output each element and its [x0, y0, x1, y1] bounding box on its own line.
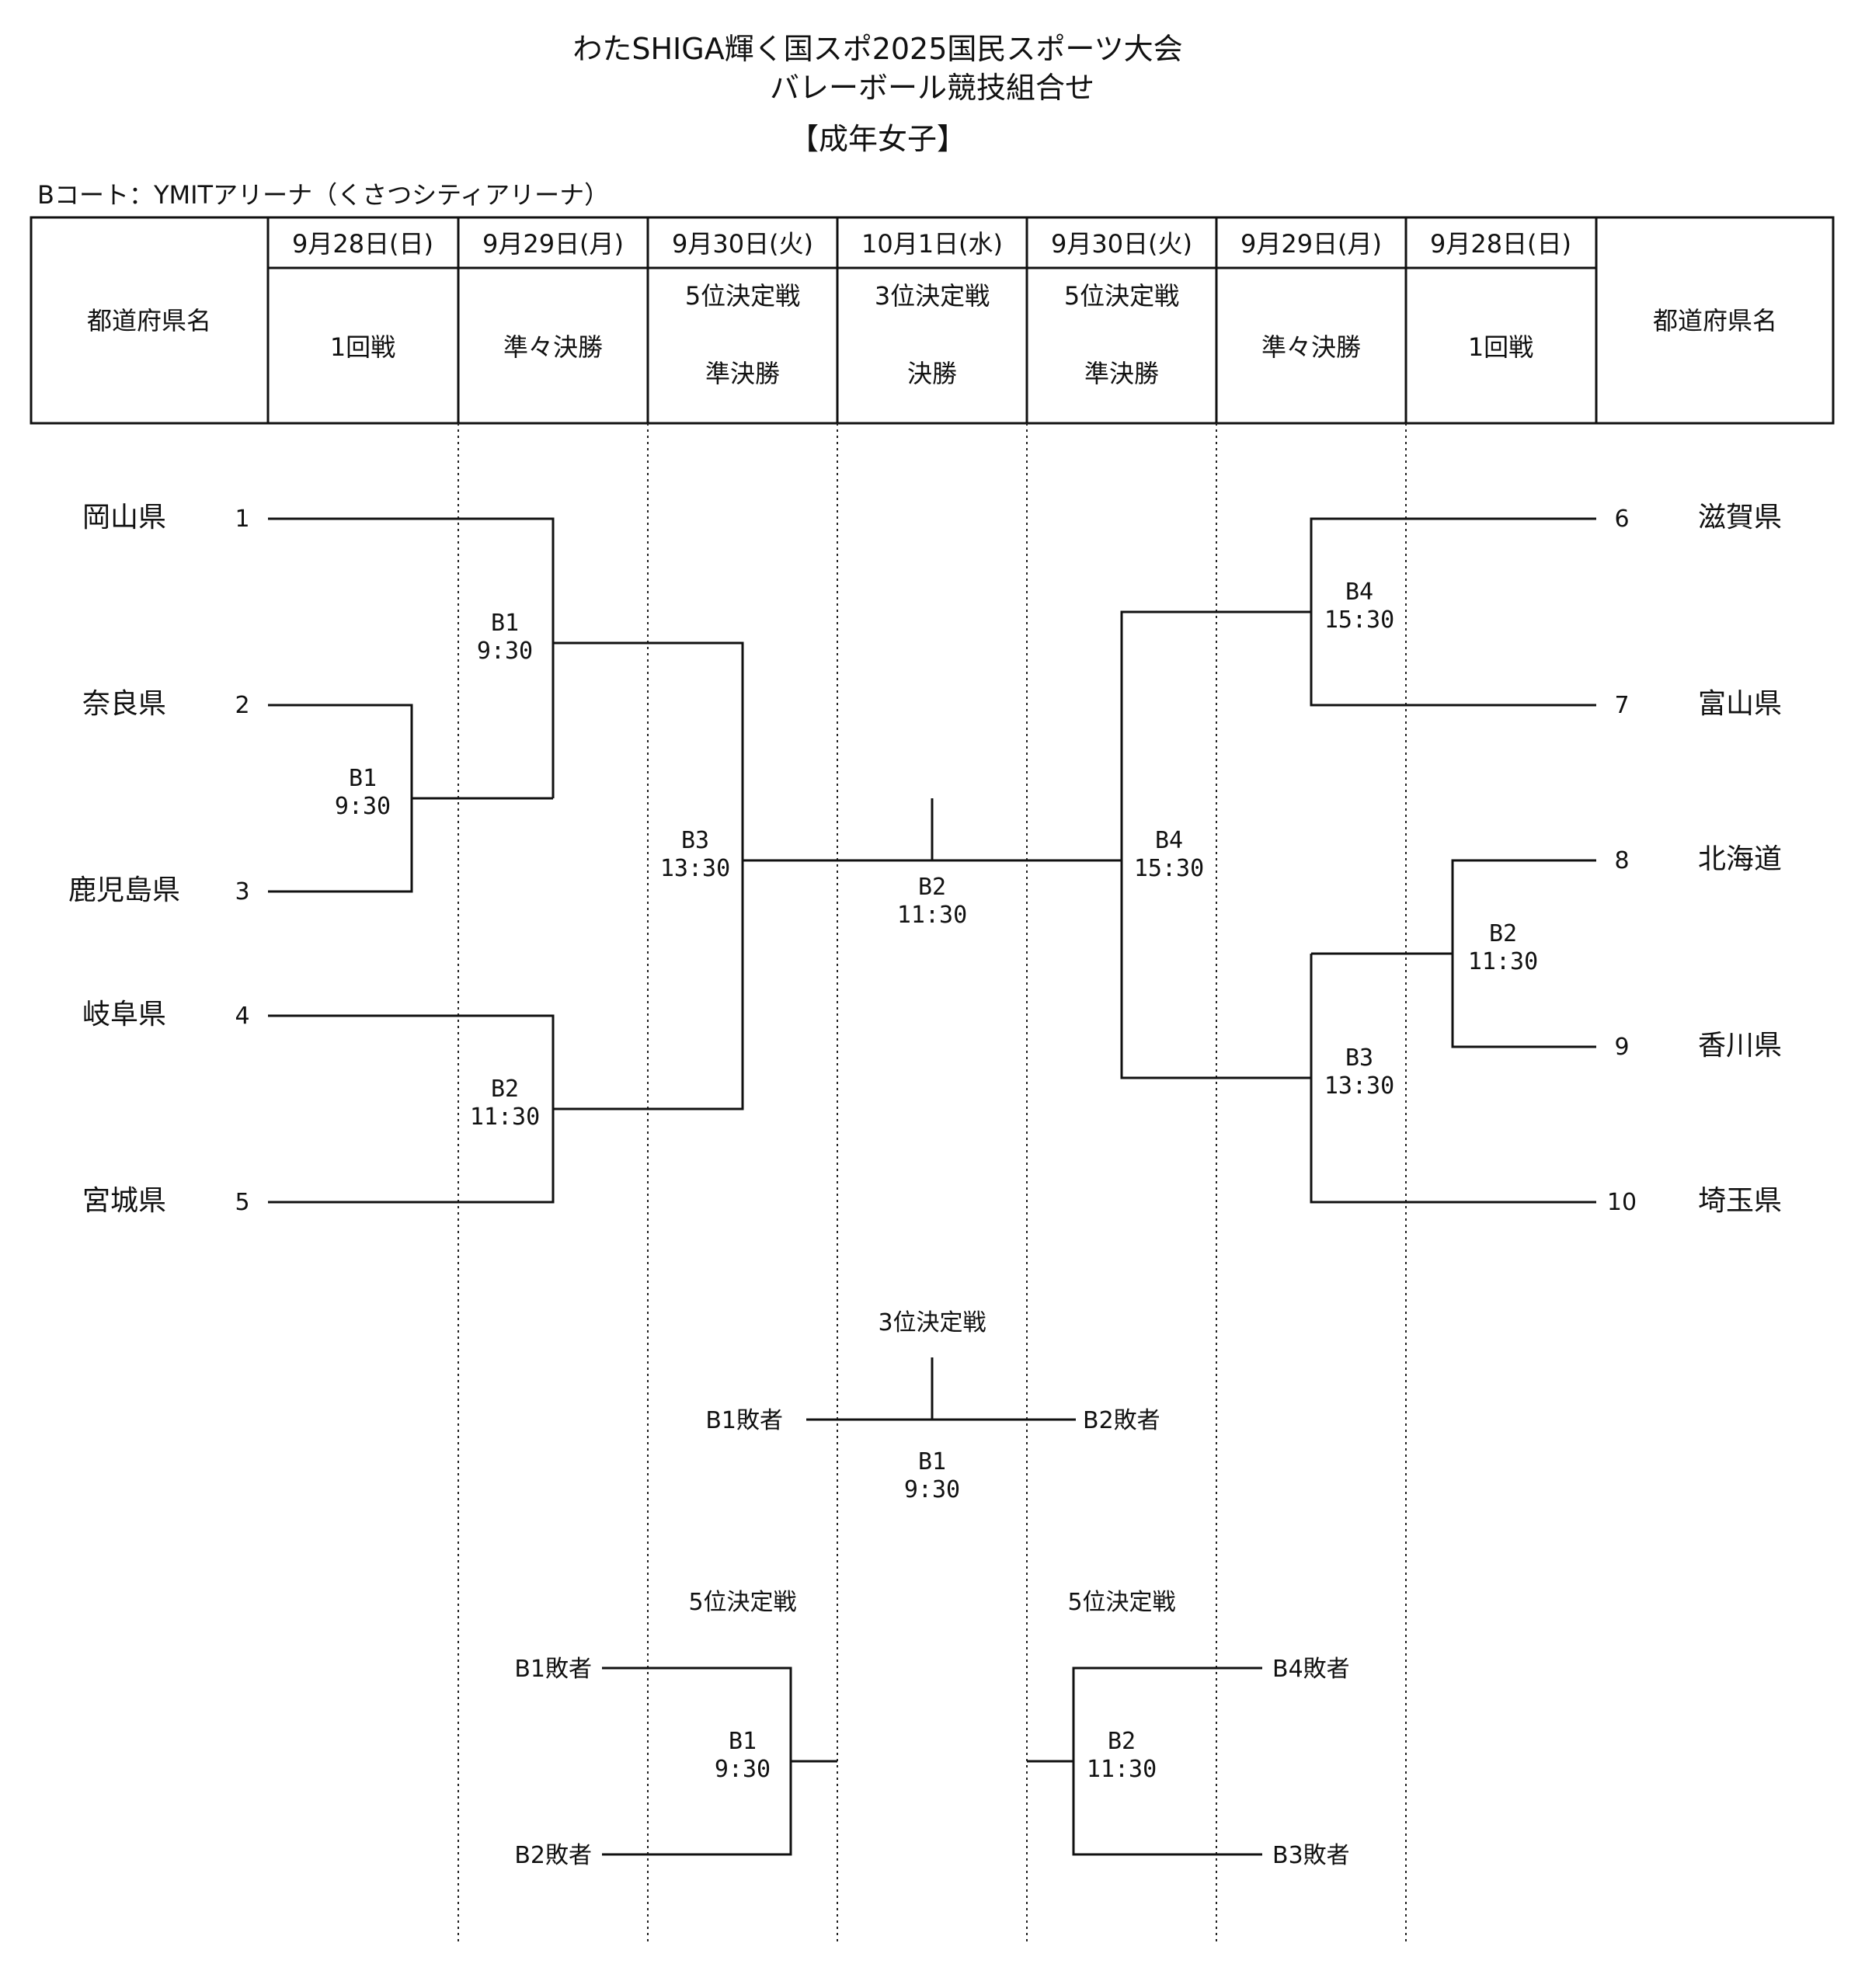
column-guides [458, 423, 1407, 1941]
header-table [30, 216, 1835, 425]
match-court: B1 [729, 1728, 757, 1755]
bracket-lines-left [268, 517, 1122, 1204]
col-date: 9月28日(日) [1430, 229, 1571, 259]
match-time: 13:30 [1324, 1072, 1394, 1100]
match-time: 15:30 [1324, 606, 1394, 634]
col-date: 9月29日(月) [482, 229, 624, 259]
col-date: 9月30日(火) [672, 229, 813, 259]
team-seed: 7 [1614, 692, 1629, 719]
team-name: 香川県 [1698, 1030, 1782, 1062]
col-round: 準々決勝 [1261, 332, 1361, 362]
match-court: B2 [1108, 1728, 1136, 1755]
match-court: B3 [1345, 1044, 1373, 1072]
team-name: 鹿児島県 [68, 874, 180, 906]
col-date: 9月28日(日) [292, 229, 433, 259]
fifth-right-top: B4敗者 [1272, 1656, 1350, 1683]
third-place-right: B2敗者 [1083, 1407, 1160, 1434]
fifth-place-left: 5位決定戦 B1敗者 B2敗者 B1 9:30 [514, 1589, 837, 1869]
team-seed: 10 [1607, 1189, 1637, 1216]
team-seed: 9 [1614, 1034, 1629, 1061]
team-seed: 2 [235, 692, 249, 719]
team-name: 奈良県 [82, 688, 166, 720]
fifth-place-label: 5位決定戦 [688, 1589, 796, 1616]
col-date: 9月29日(月) [1240, 229, 1382, 259]
team-seed: 6 [1614, 506, 1629, 533]
match-court: B1 [918, 1448, 946, 1475]
team-name: 岡山県 [82, 502, 166, 533]
match-court: B2 [1489, 920, 1517, 947]
team-seed: 1 [235, 506, 249, 533]
category-title: 【成年女子】 [789, 122, 966, 156]
third-place-left: B1敗者 [705, 1407, 783, 1434]
match-time: 9:30 [904, 1476, 960, 1503]
match-time: 11:30 [1468, 948, 1538, 975]
third-place-label: 3位決定戦 [878, 1309, 986, 1336]
col-round: 決勝 [907, 359, 957, 388]
team-seed: 5 [235, 1189, 249, 1216]
col-round: 1回戦 [330, 332, 395, 362]
col-date: 9月30日(火) [1051, 229, 1192, 259]
col-round: 3位決定戦 [875, 281, 990, 311]
bracket-lines-right [1120, 517, 1596, 1204]
match-court: B1 [349, 765, 377, 792]
col-round: 5位決定戦 [1064, 281, 1179, 311]
match-time: 15:30 [1134, 855, 1204, 882]
team-seed: 4 [235, 1003, 249, 1030]
col-round: 準決勝 [705, 359, 780, 388]
match-court: B2 [918, 874, 946, 901]
court-label: Bコート：YMITアリーナ（くさつシティアリーナ） [37, 180, 609, 210]
sub-title: バレーボール競技組合せ [770, 71, 1094, 105]
pref-header-right: 都道府県名 [1653, 306, 1777, 335]
column-headers: 9月28日(日) 1回戦 9月29日(月) 準々決勝 9月30日(火) 5位決定… [292, 229, 1571, 388]
fifth-place-label: 5位決定戦 [1067, 1589, 1175, 1616]
match-time: 11:30 [1087, 1756, 1157, 1783]
fifth-left-top: B1敗者 [514, 1656, 592, 1683]
match-court: B1 [491, 610, 519, 637]
match-labels: B1 9:30 B1 9:30 B2 11:30 B3 13:30 B2 11:… [335, 579, 1538, 1131]
third-place-match: 3位決定戦 B1敗者 B2敗者 B1 9:30 [705, 1309, 1160, 1503]
fifth-left-bottom: B2敗者 [514, 1842, 592, 1869]
fifth-place-right: 5位決定戦 B4敗者 B3敗者 B2 11:30 [1027, 1589, 1350, 1869]
teams-right: 6 滋賀県 7 富山県 8 北海道 9 香川県 10 埼玉県 [1607, 502, 1782, 1217]
main-title: わたSHIGA輝く国スポ2025国民スポーツ大会 [572, 32, 1182, 66]
col-date: 10月1日(水) [861, 229, 1003, 259]
team-name: 宮城県 [82, 1185, 166, 1217]
team-name: 埼玉県 [1698, 1185, 1782, 1217]
team-name: 富山県 [1698, 688, 1782, 720]
team-seed: 3 [235, 878, 249, 905]
col-round: 1回戦 [1468, 332, 1533, 362]
team-name: 滋賀県 [1698, 502, 1782, 533]
match-time: 9:30 [335, 793, 391, 820]
match-time: 13:30 [660, 855, 730, 882]
match-court: B3 [681, 827, 709, 854]
pref-header-left: 都道府県名 [87, 306, 211, 335]
fifth-right-bottom: B3敗者 [1272, 1842, 1350, 1869]
match-time: 11:30 [897, 902, 967, 929]
teams-left: 岡山県 1 奈良県 2 鹿児島県 3 岐阜県 4 宮城県 5 [68, 502, 250, 1217]
col-round: 準決勝 [1084, 359, 1159, 388]
match-time: 11:30 [470, 1103, 540, 1131]
match-time: 9:30 [715, 1756, 771, 1783]
match-time: 9:30 [477, 638, 533, 665]
match-court: B2 [491, 1076, 519, 1103]
team-name: 岐阜県 [82, 999, 166, 1030]
col-round: 準々決勝 [503, 332, 603, 362]
match-court: B4 [1155, 827, 1183, 854]
team-seed: 8 [1614, 847, 1629, 874]
match-court: B4 [1345, 579, 1373, 606]
col-round: 5位決定戦 [685, 281, 800, 311]
team-name: 北海道 [1698, 843, 1782, 875]
